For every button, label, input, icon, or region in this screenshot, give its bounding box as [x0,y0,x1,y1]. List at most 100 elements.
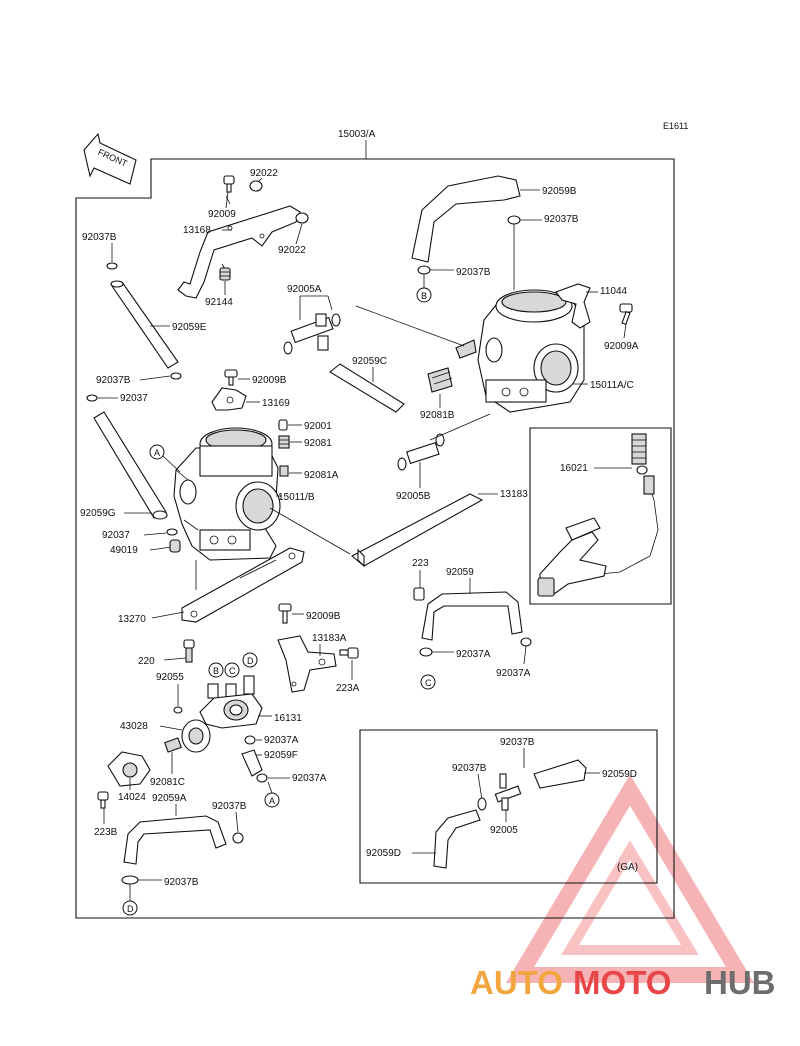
clamp-92037a-3 [244,735,256,745]
label-92009b-1: 92009B [252,375,287,386]
diaphragm-43028 [181,719,211,753]
label-92037a-1: 92037A [456,649,491,660]
clamp-92037b-3 [507,215,521,225]
svg-text:D: D [127,904,134,914]
washer-92022-a [249,180,263,192]
label-13183: 13183 [500,489,528,500]
ref-a-1 [149,444,165,460]
svg-text:B: B [213,666,219,676]
carburetor-15011b [173,427,281,561]
holder-13169 [211,387,247,411]
label-92037b-4: 92037B [456,267,491,278]
label-49019: 49019 [110,545,138,556]
label-92081b: 92081B [420,410,455,421]
fitting-92005a [283,313,341,355]
front-arrow-icon: FRONT [83,132,137,185]
clamp-92037b-4 [417,265,431,275]
label-92037-2: 92037 [102,530,130,541]
label-14024: 14024 [118,792,146,803]
spring-92081 [278,435,290,449]
ga-clamp-92037b [477,797,487,811]
spring-92081c [164,737,182,753]
screw-223a [339,647,359,659]
label-15011ac: 15011A/C [590,380,634,391]
ga-fitting-92005 [494,773,522,811]
throttle-cable-frame [529,427,672,605]
hose-92059b [411,175,521,263]
label-92009a: 92009A [604,341,639,352]
label-92022-a: 92022 [250,168,278,179]
plate-13270 [181,547,305,623]
screw-92009b-1 [224,369,238,386]
ga-tag: (GA) [617,862,638,873]
ref-c-1 [420,674,436,690]
label-16131: 16131 [274,713,302,724]
screw-92001 [278,419,288,431]
label-92037b-5: 92037B [212,801,247,812]
label-ga-92005: 92005 [490,825,518,836]
label-92059: 92059 [446,567,474,578]
label-92059a: 92059A [152,793,187,804]
assembly-label: 15003/A [338,129,376,140]
throttle-cable-16021 [537,433,659,597]
hose-92059 [421,591,523,641]
label-92022-b: 92022 [278,245,306,256]
label-92037-1: 92037 [120,393,148,404]
label-ga-92059d-left: 92059D [366,848,401,859]
svg-text:A: A [269,796,275,806]
label-92037a-2: 92037A [496,668,531,679]
label-92005b: 92005B [396,491,431,502]
label-92037a-4: 92037A [292,773,327,784]
label-92081c: 92081C [150,777,185,788]
clamp-92037-1 [86,394,98,402]
clamp-92037a-2 [520,637,532,647]
fuel-tap-16131 [199,675,263,729]
oring-92055 [173,706,183,714]
bracket-13183a [277,635,337,693]
label-92037a-3: 92037A [264,735,299,746]
label-92005a: 92005A [287,284,322,295]
label-92081a: 92081A [304,470,339,481]
label-92059b: 92059B [542,186,577,197]
label-220: 220 [138,656,155,667]
label-223: 223 [412,558,429,569]
hose-92059f [241,749,263,777]
screw-223b [97,791,109,809]
hose-92059g [93,411,168,520]
spring-92144 [219,267,231,281]
svg-text:C: C [229,666,236,676]
hose-92059e [110,280,179,369]
hose-92059c [329,363,405,413]
carburetor-15011ac [455,289,585,413]
bracket-11044 [555,283,591,329]
clamp-92037-2 [166,528,178,536]
label-92009b-2: 92009B [306,611,341,622]
clamp-92037a-1 [419,647,433,657]
label-ga-92037b-top: 92037B [500,737,535,748]
label-16021: 16021 [560,463,588,474]
label-ga-92059d-right: 92059D [602,769,637,780]
hose-92059a [123,815,227,865]
svg-text:A: A [154,448,160,458]
spring-92081b [427,367,453,393]
watermark-text: AUTO MOTO HUB [470,964,776,1001]
clamp-92037b-5 [232,832,244,844]
ref-d-1 [242,652,258,668]
ref-b-2 [208,662,224,678]
spring-92081a [279,465,289,477]
screw-92009 [223,175,235,193]
clamp-92037b-2 [170,372,182,380]
svg-text:B: B [421,291,427,301]
ga-variant-frame [359,729,658,884]
cap-49019 [169,539,181,553]
clamp-92037a-4 [256,773,268,783]
label-92009: 92009 [208,209,236,220]
label-ga-92037b: 92037B [452,763,487,774]
screw-92009b-2 [278,603,292,624]
label-92081: 92081 [304,438,332,449]
screw-92009a [619,303,633,326]
label-13270: 13270 [118,614,146,625]
cover-14024 [107,751,151,787]
ref-c-2 [224,662,240,678]
bolt-220 [183,639,195,663]
